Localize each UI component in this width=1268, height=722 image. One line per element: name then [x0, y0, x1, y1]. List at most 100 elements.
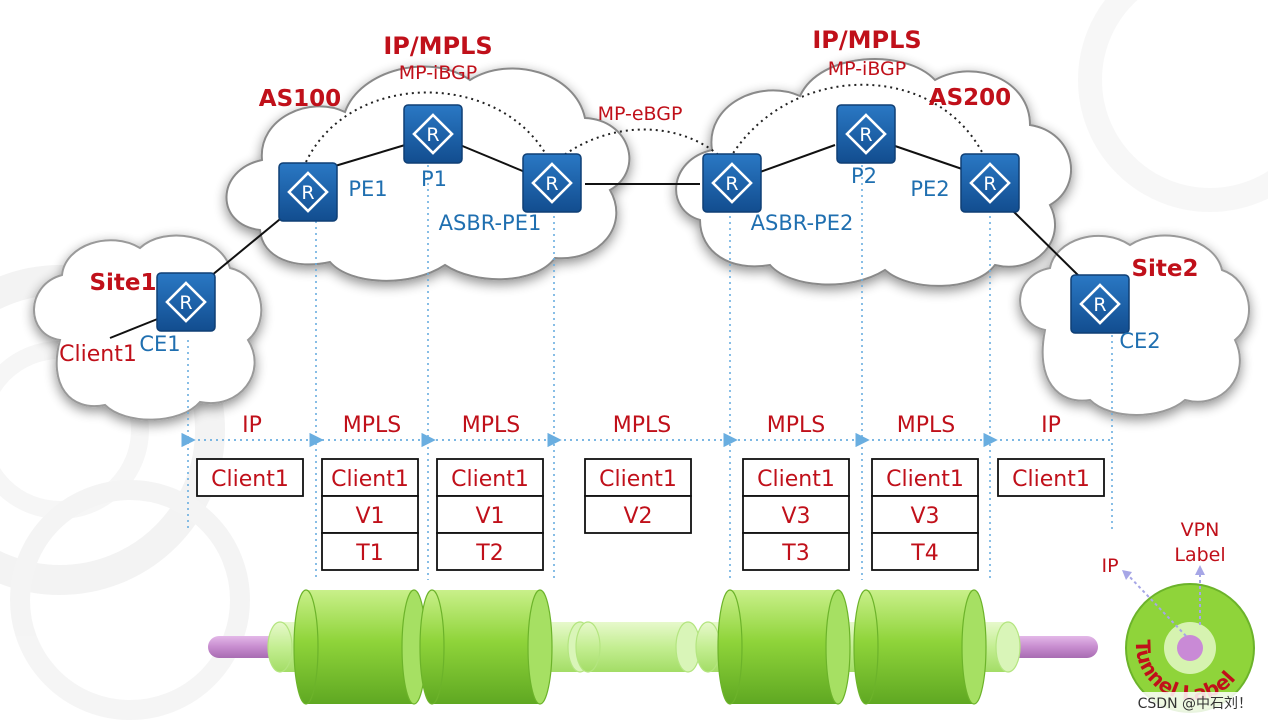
segment-type-label: MPLS: [897, 413, 955, 438]
label-cell-text: Client1: [1012, 467, 1090, 492]
ip-core: [1177, 635, 1203, 661]
label-legend: IP VPN Label Tunnel Label: [1101, 519, 1255, 713]
label-cell: [321, 458, 419, 497]
router-p1-icon: R: [403, 104, 463, 164]
label-cell: [997, 458, 1105, 497]
as200-title: IP/MPLS: [812, 26, 921, 54]
label-cell: [436, 532, 544, 571]
watermark: CSDN @中石刘！: [1133, 692, 1256, 714]
tunnel-pipe: [208, 589, 1098, 705]
label-cell-text: V3: [910, 504, 939, 529]
link-client-ce1: [109, 317, 161, 339]
as200-label: AS200: [929, 85, 1011, 111]
label-cell-text: V1: [475, 504, 504, 529]
link-p2-pe2: [894, 145, 966, 171]
pe2-label: PE2: [910, 177, 949, 201]
asbr-pe2-label: ASBR-PE2: [751, 211, 854, 235]
router-pe1-icon: R: [278, 162, 338, 222]
router-glyph: R: [426, 124, 439, 146]
router-glyph: R: [301, 182, 314, 204]
router-asbr-pe1-icon: R: [522, 153, 582, 213]
bgp-sessions: [305, 83, 987, 163]
label-cell: [196, 458, 304, 497]
ce1-label: CE1: [139, 332, 180, 356]
as200-cloud: [675, 58, 1073, 287]
as100-title: IP/MPLS: [383, 32, 492, 60]
inter-as-protocol: MP-eBGP: [598, 103, 683, 125]
link-pe1-p1: [334, 144, 406, 167]
legend-ip: IP: [1101, 555, 1118, 577]
label-cell-text: T2: [475, 541, 503, 566]
router-ce2-icon: R: [1070, 274, 1130, 334]
segment-guides: [187, 165, 1113, 580]
as100-label: AS100: [259, 86, 341, 112]
label-cell-text: V3: [781, 504, 810, 529]
label-cell: [436, 495, 544, 534]
segment-type-label: MPLS: [767, 413, 825, 438]
link-asbr2-p2: [759, 144, 836, 173]
label-cell-text: Client1: [886, 467, 964, 492]
label-cell: [321, 532, 419, 571]
segment-type-label: MPLS: [613, 413, 671, 438]
segment-type-label: IP: [1041, 413, 1061, 438]
router-glyph: R: [179, 292, 192, 314]
as100-ibgp-arc: [305, 91, 549, 163]
router-glyph: R: [983, 173, 996, 195]
label-cell: [871, 532, 979, 571]
lsp-tunnel-t4: [853, 589, 987, 705]
legend-vpn-line2: Label: [1174, 544, 1225, 566]
p1-label: P1: [421, 167, 447, 191]
label-cell: [742, 495, 850, 534]
router-asbr-pe2-icon: R: [702, 153, 762, 213]
label-cell: [584, 495, 692, 534]
label-cell: [584, 458, 692, 497]
label-cell-text: Client1: [599, 467, 677, 492]
router-glyph: R: [859, 124, 872, 146]
label-cell-text: Client1: [757, 467, 835, 492]
links: [109, 144, 1086, 339]
label-stack: Client1: [997, 458, 1105, 497]
as100-cloud: [225, 65, 631, 282]
ce2-label: CE2: [1119, 329, 1160, 353]
label-cell-text: Client1: [211, 467, 289, 492]
router-glyph: R: [725, 173, 738, 195]
link-ce1-pe1: [199, 214, 286, 286]
light-tunnel-segment: [575, 621, 701, 673]
link-p1-asbr1: [459, 144, 526, 173]
label-cell-text: T4: [910, 541, 938, 566]
segment-type-label: MPLS: [343, 413, 401, 438]
site2-label: Site2: [1131, 256, 1198, 282]
link-pe2-ce2: [1011, 209, 1086, 283]
routers: R R R R R R R R: [156, 104, 1130, 334]
label-cell-text: T3: [781, 541, 809, 566]
ebgp-arc: [559, 128, 723, 159]
router-ce1-icon: R: [156, 272, 216, 332]
lsp-tunnel-t3: [717, 589, 851, 705]
client-label: Client1: [59, 342, 137, 367]
legend-vpn-line1: VPN: [1181, 519, 1220, 541]
label-stacks: IPClient1MPLSClient1V1T1MPLSClient1V1T2M…: [196, 413, 1105, 571]
label-cell-text: T1: [355, 541, 383, 566]
label-cell-text: Client1: [331, 467, 409, 492]
asbr-pe1-label: ASBR-PE1: [439, 211, 542, 235]
label-cell-text: V2: [623, 504, 652, 529]
segment-type-label: MPLS: [462, 413, 520, 438]
router-pe2-icon: R: [960, 153, 1020, 213]
lsp-tunnel-t1: [293, 589, 427, 705]
segment-type-label: IP: [242, 413, 262, 438]
label-cell: [871, 458, 979, 497]
router-labels: CE1 PE1 P1 ASBR-PE1 ASBR-PE2 P2 PE2 CE2 …: [59, 164, 1160, 367]
cloud-labels: IP/MPLS MP-iBGP AS100 IP/MPLS MP-iBGP AS…: [89, 26, 1198, 296]
router-glyph: R: [545, 173, 558, 195]
label-stack: Client1: [196, 458, 304, 497]
site1-label: Site1: [89, 270, 156, 296]
lsp-tunnel-t2: [419, 589, 553, 705]
label-cell-text: V1: [355, 504, 384, 529]
router-glyph: R: [1093, 294, 1106, 316]
